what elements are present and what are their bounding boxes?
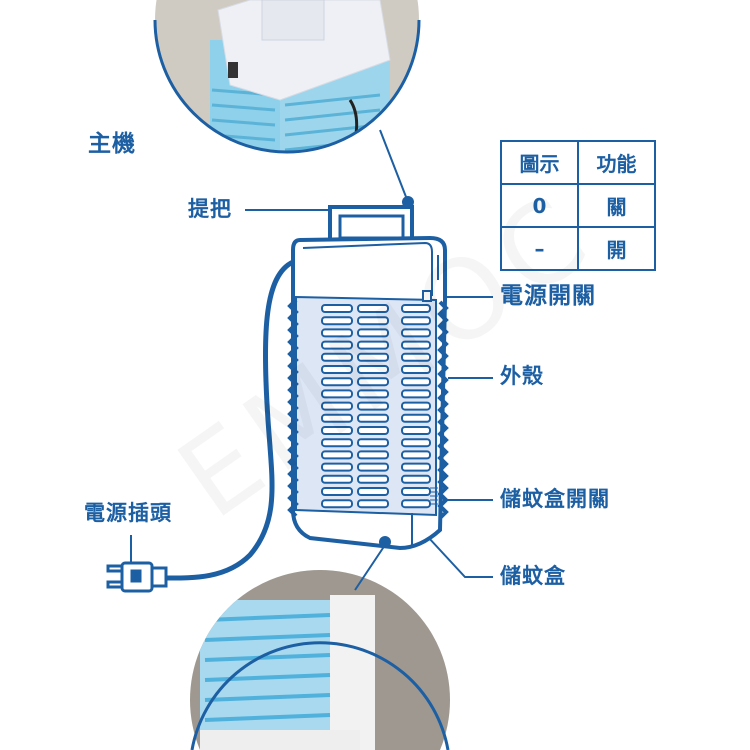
grille-slot bbox=[357, 401, 389, 411]
grille-slot bbox=[321, 316, 353, 326]
grille-slot bbox=[321, 413, 353, 423]
top-detail-photo bbox=[155, 0, 419, 152]
label-power-switch: 電源開關 bbox=[500, 283, 596, 309]
leader-lines bbox=[130, 129, 493, 591]
label-tray-switch: 儲蚊盒開關 bbox=[500, 487, 610, 511]
power-switch-icon bbox=[422, 290, 432, 302]
label-handle: 提把 bbox=[188, 197, 232, 221]
grille-slot bbox=[401, 401, 431, 411]
legend-symbol: 0 bbox=[500, 183, 579, 228]
grille-slot bbox=[401, 340, 431, 350]
grille-slot bbox=[357, 377, 389, 387]
handle bbox=[328, 205, 414, 240]
switch-legend-table: 圖示 功能 0 關 – 開 bbox=[500, 140, 656, 271]
top-photo-border bbox=[153, 19, 421, 154]
legend-header-row: 圖示 功能 bbox=[500, 140, 656, 185]
grille-slot bbox=[357, 352, 389, 362]
label-housing: 外殼 bbox=[500, 364, 544, 388]
legend-symbol: – bbox=[500, 226, 579, 271]
grille-slot bbox=[401, 365, 431, 374]
grille-slot bbox=[357, 316, 389, 326]
right-ribs bbox=[437, 300, 449, 520]
grille-slot bbox=[357, 462, 389, 472]
grille-slot bbox=[321, 328, 353, 338]
grille-slot bbox=[321, 377, 353, 387]
grille-slot bbox=[321, 499, 353, 509]
grille-slot bbox=[321, 474, 353, 484]
grille-slot bbox=[401, 389, 431, 399]
grille-slot bbox=[357, 450, 389, 460]
grille-slot bbox=[401, 499, 431, 509]
grille-slot bbox=[321, 340, 353, 350]
grille-slot bbox=[357, 413, 389, 423]
grille-slot bbox=[357, 438, 389, 448]
grille-slot bbox=[357, 487, 389, 496]
label-power-plug: 電源插頭 bbox=[84, 501, 172, 525]
grille-slot bbox=[321, 450, 353, 460]
grille-slot bbox=[357, 304, 389, 313]
grille-slot bbox=[401, 438, 431, 448]
tray-marker bbox=[379, 536, 391, 548]
grille-slot bbox=[401, 450, 431, 460]
grille-slot bbox=[321, 426, 353, 435]
legend-function: 關 bbox=[577, 183, 656, 228]
grille-slot bbox=[357, 474, 389, 484]
legend-function: 開 bbox=[577, 226, 656, 271]
legend-row: 0 關 bbox=[500, 183, 656, 228]
plug-icon bbox=[106, 561, 168, 593]
left-ribs bbox=[287, 298, 299, 518]
legend-header-function: 功能 bbox=[577, 140, 656, 185]
grille-slots bbox=[321, 304, 431, 509]
bottom-photo-border bbox=[190, 641, 450, 750]
grille-slot bbox=[321, 304, 353, 313]
grille-slot bbox=[321, 352, 353, 362]
grille-slot bbox=[357, 389, 389, 399]
legend-header-symbol: 圖示 bbox=[500, 140, 579, 185]
grille-slot bbox=[401, 487, 431, 496]
grille-slot bbox=[401, 474, 431, 484]
power-cord bbox=[159, 259, 295, 581]
grille-slot bbox=[321, 365, 353, 374]
grille-slot bbox=[401, 352, 431, 362]
label-main-unit: 主機 bbox=[88, 131, 136, 157]
grille-slot bbox=[357, 340, 389, 350]
grille-slot bbox=[357, 365, 389, 374]
grille-slot bbox=[401, 328, 431, 338]
legend-row: – 開 bbox=[500, 226, 656, 271]
bottom-detail-photo bbox=[190, 570, 450, 750]
label-tray: 儲蚊盒 bbox=[500, 564, 566, 588]
grille-slot bbox=[321, 401, 353, 411]
grille-slot bbox=[357, 328, 389, 338]
handle-marker bbox=[402, 196, 414, 208]
grille-slot bbox=[401, 426, 431, 435]
grille-slot bbox=[321, 487, 353, 496]
grille-slot bbox=[401, 462, 431, 472]
grille-slot bbox=[401, 377, 431, 387]
grille-slot bbox=[357, 499, 389, 509]
tray-switch-icon bbox=[430, 487, 438, 505]
grille-slot bbox=[321, 438, 353, 448]
grille-slot bbox=[401, 304, 431, 313]
grille-slot bbox=[321, 462, 353, 472]
grille-slot bbox=[321, 389, 353, 399]
device-body bbox=[287, 235, 449, 551]
grille-slot bbox=[401, 413, 431, 423]
grille-slot bbox=[357, 426, 389, 435]
grille-slot bbox=[401, 316, 431, 326]
